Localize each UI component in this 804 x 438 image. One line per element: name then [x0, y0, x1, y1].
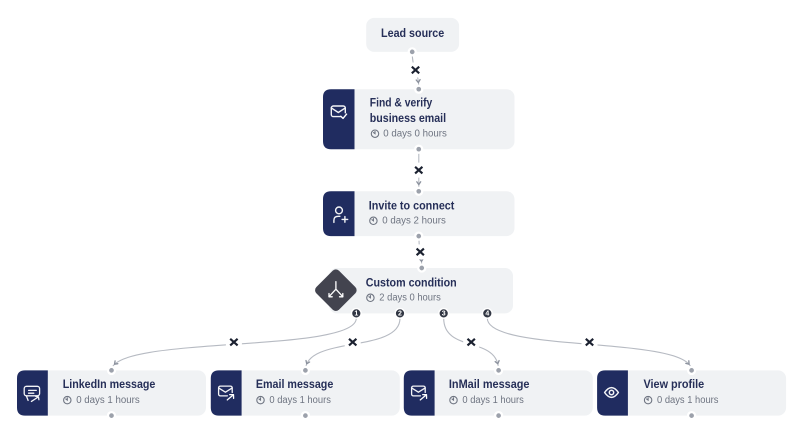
svg-text:2: 2: [398, 310, 402, 317]
svg-text:Email message: Email message: [256, 378, 334, 391]
svg-text:0 days 1 hours: 0 days 1 hours: [657, 395, 719, 406]
svg-text:business email: business email: [370, 112, 446, 125]
svg-text:Custom condition: Custom condition: [366, 277, 457, 290]
svg-text:View profile: View profile: [644, 378, 705, 391]
svg-text:Lead source: Lead source: [381, 27, 445, 40]
svg-text:1: 1: [354, 310, 358, 317]
svg-text:Find & verify: Find & verify: [370, 97, 433, 110]
svg-text:0 days 1 hours: 0 days 1 hours: [462, 395, 523, 406]
svg-text:0 days 0 hours: 0 days 0 hours: [383, 129, 447, 140]
svg-text:3: 3: [442, 310, 446, 317]
svg-text:0 days 1 hours: 0 days 1 hours: [76, 395, 140, 406]
svg-text:4: 4: [485, 310, 489, 317]
svg-text:LinkedIn message: LinkedIn message: [63, 378, 156, 391]
svg-text:2 days 0 hours: 2 days 0 hours: [379, 293, 441, 304]
svg-text:0 days 2 hours: 0 days 2 hours: [382, 216, 446, 227]
svg-text:Invite to connect: Invite to connect: [369, 200, 455, 213]
svg-text:InMail message: InMail message: [449, 378, 530, 391]
svg-text:0 days 1 hours: 0 days 1 hours: [269, 395, 331, 406]
